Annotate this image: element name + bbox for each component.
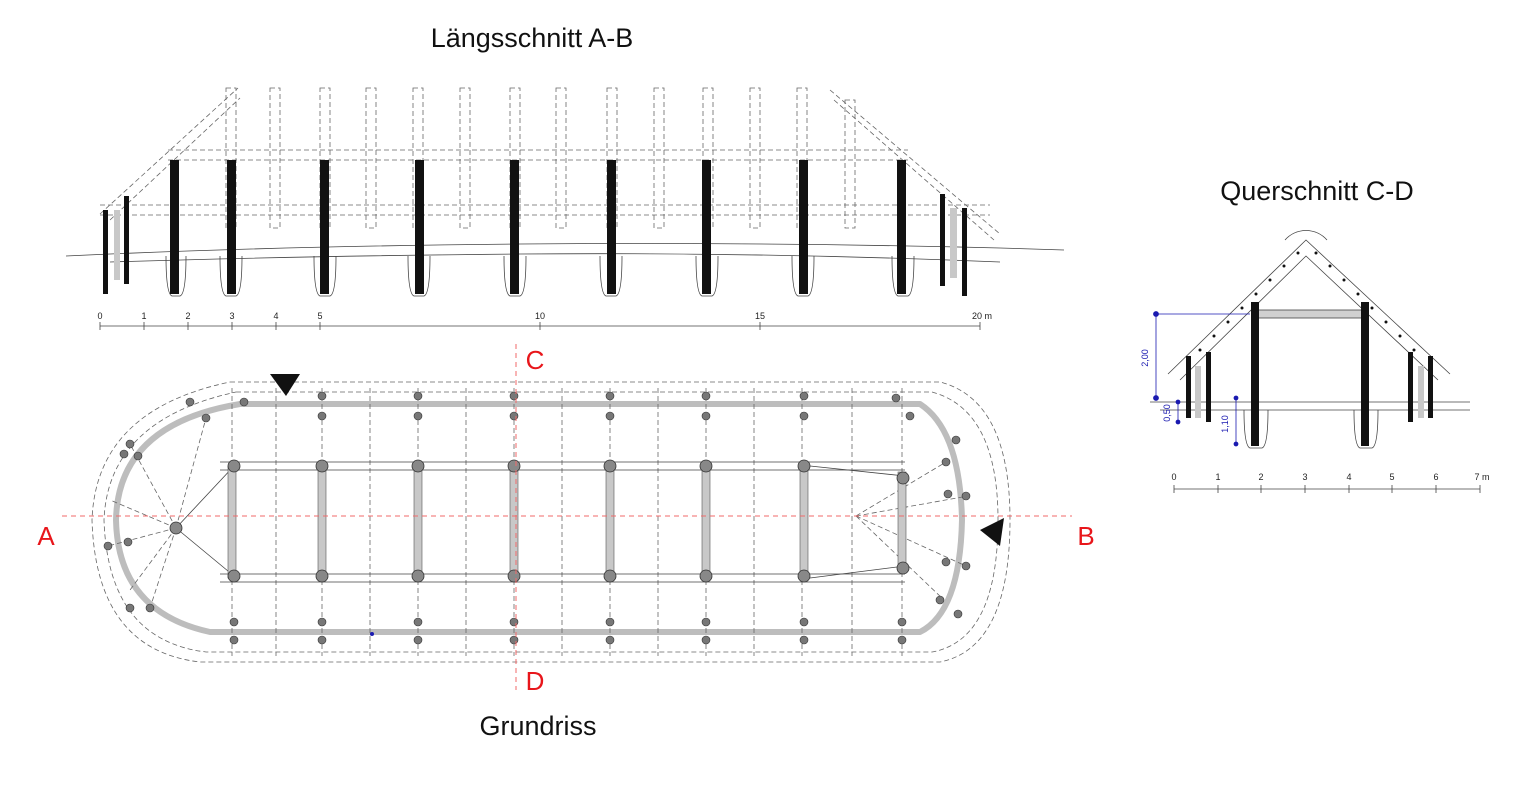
cross-section: 2,00 0,50 1,10 0 1 2 3 4 5 6 7 m xyxy=(1140,230,1490,493)
tick-label: 4 xyxy=(273,311,278,321)
cross-wall-grey xyxy=(1418,366,1424,418)
roof-inner xyxy=(1179,255,1439,381)
dim-h1: 2,00 xyxy=(1140,349,1150,367)
tick-label: 0 xyxy=(1171,472,1176,482)
post-rings xyxy=(169,459,910,583)
roof-hip-right xyxy=(829,89,1001,241)
cross-wall-post xyxy=(1428,356,1433,418)
roof-dots xyxy=(1198,251,1416,352)
tick-label: 7 m xyxy=(1474,472,1489,482)
tick-label: 3 xyxy=(1302,472,1307,482)
floor-plan xyxy=(91,374,1011,663)
scale-ticks-long xyxy=(99,322,981,330)
roof-hip-left xyxy=(99,87,241,221)
ridge-cap xyxy=(1284,230,1328,241)
tick-label: 5 xyxy=(1389,472,1394,482)
plan-grid xyxy=(231,388,903,656)
tick-label: 10 xyxy=(535,311,545,321)
section-marker-a: A xyxy=(37,521,55,551)
floor-line xyxy=(109,253,1001,263)
plan-grey-wall xyxy=(113,401,965,635)
cross-pit xyxy=(1243,409,1269,449)
tie-beam xyxy=(168,149,908,161)
cross-post-right xyxy=(1361,302,1369,446)
section-marker-b: B xyxy=(1077,521,1094,551)
tick-label: 0 xyxy=(97,311,102,321)
survey-point xyxy=(370,632,374,636)
wall-plate xyxy=(100,204,990,216)
post-pits xyxy=(165,255,915,297)
dim-h3: 1,10 xyxy=(1220,415,1230,433)
plan-grey-beams xyxy=(227,465,907,579)
inner-frame-diag xyxy=(175,465,906,579)
title-cross: Querschnitt C-D xyxy=(1220,176,1414,206)
tick-label: 15 xyxy=(755,311,765,321)
section-marker-d: D xyxy=(526,666,545,696)
tick-label: 3 xyxy=(229,311,234,321)
tick-label: 1 xyxy=(141,311,146,321)
cross-pit xyxy=(1353,409,1379,449)
cross-wall-post xyxy=(1408,352,1413,422)
title-plan: Grundriss xyxy=(479,711,596,741)
tick-label: 2 xyxy=(185,311,190,321)
section-marker-c: C xyxy=(526,345,545,375)
cross-wall-post xyxy=(1206,352,1211,422)
cross-wall-post xyxy=(1186,356,1191,418)
plan-outer-outline-2 xyxy=(103,391,999,653)
roof-outer xyxy=(1167,239,1451,375)
cross-wall-grey xyxy=(1195,366,1201,418)
tick-label: 1 xyxy=(1215,472,1220,482)
dim-h2: 0,50 xyxy=(1162,404,1172,422)
tick-label: 20 m xyxy=(972,311,992,321)
posts xyxy=(103,160,967,296)
cross-post-left xyxy=(1251,302,1259,446)
title-longitudinal: Längsschnitt A-B xyxy=(431,23,634,53)
entrance-marker-top xyxy=(270,374,300,396)
cross-tie-beam xyxy=(1251,309,1369,319)
scale-ticks-cross xyxy=(1173,485,1481,493)
tick-label: 5 xyxy=(317,311,322,321)
dimension-lines xyxy=(1153,311,1250,447)
entrance-marker-right xyxy=(980,518,1004,546)
plan-outer-outline xyxy=(91,381,1011,663)
ground-line xyxy=(65,243,1065,257)
tick-label: 4 xyxy=(1346,472,1351,482)
tick-label: 6 xyxy=(1433,472,1438,482)
tick-label: 2 xyxy=(1258,472,1263,482)
longitudinal-section: 0 1 2 3 4 5 10 15 20 m xyxy=(65,87,1065,330)
inner-frame xyxy=(220,461,905,583)
